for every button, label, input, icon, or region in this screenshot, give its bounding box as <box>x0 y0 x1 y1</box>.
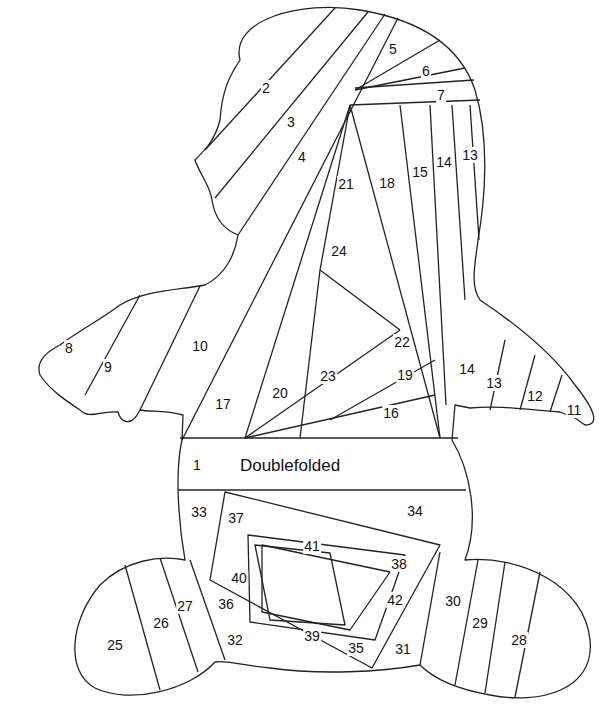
callout-number: 34 <box>406 503 424 519</box>
callout-number: 3 <box>286 114 296 130</box>
callout-number: 39 <box>303 628 321 644</box>
callout-number: 21 <box>337 176 355 192</box>
callout-number: 1 <box>192 457 202 473</box>
callout-number: 6 <box>421 63 431 79</box>
callout-number: 7 <box>436 87 446 103</box>
callout-number: 10 <box>191 338 209 354</box>
band-note: Doublefolded <box>239 456 341 475</box>
callout-number: 40 <box>230 570 248 586</box>
callout-number: 36 <box>217 596 235 612</box>
callout-number: 14 <box>458 361 476 377</box>
callout-number: 8 <box>64 340 74 356</box>
callout-number: 5 <box>388 41 398 57</box>
callout-number: 20 <box>271 385 289 401</box>
callout-number: 32 <box>226 632 244 648</box>
callout-number: 35 <box>347 640 365 656</box>
callout-number: 13 <box>485 375 503 391</box>
callout-number: 22 <box>393 334 411 350</box>
callout-number: 13 <box>461 147 479 163</box>
callout-number: 28 <box>510 632 528 648</box>
callout-number: 9 <box>103 359 113 375</box>
callout-number: 27 <box>176 598 194 614</box>
baby-outline <box>39 7 594 697</box>
callout-number: 19 <box>396 367 414 383</box>
callout-number: 37 <box>227 510 245 526</box>
callout-number: 29 <box>471 615 489 631</box>
callout-number: 16 <box>382 405 400 421</box>
callout-number: 38 <box>390 556 408 572</box>
callout-number: 15 <box>411 164 429 180</box>
callout-number: 26 <box>152 615 170 631</box>
callout-number: 42 <box>386 592 404 608</box>
callout-number: 14 <box>435 154 453 170</box>
callout-number: 24 <box>330 243 348 259</box>
callout-number: 18 <box>378 175 396 191</box>
callout-number: 11 <box>566 402 583 418</box>
callout-number: 33 <box>190 504 208 520</box>
callout-number: 2 <box>261 80 271 96</box>
callout-number: 12 <box>526 388 544 404</box>
callout-number: 30 <box>444 593 462 609</box>
callout-number: 25 <box>106 637 124 653</box>
fold-lines <box>85 8 562 697</box>
callout-number: 17 <box>214 396 232 412</box>
callout-number: 41 <box>303 538 321 554</box>
callout-number: 4 <box>297 149 307 165</box>
callout-number: 23 <box>319 368 337 384</box>
callout-number: 31 <box>394 641 412 657</box>
